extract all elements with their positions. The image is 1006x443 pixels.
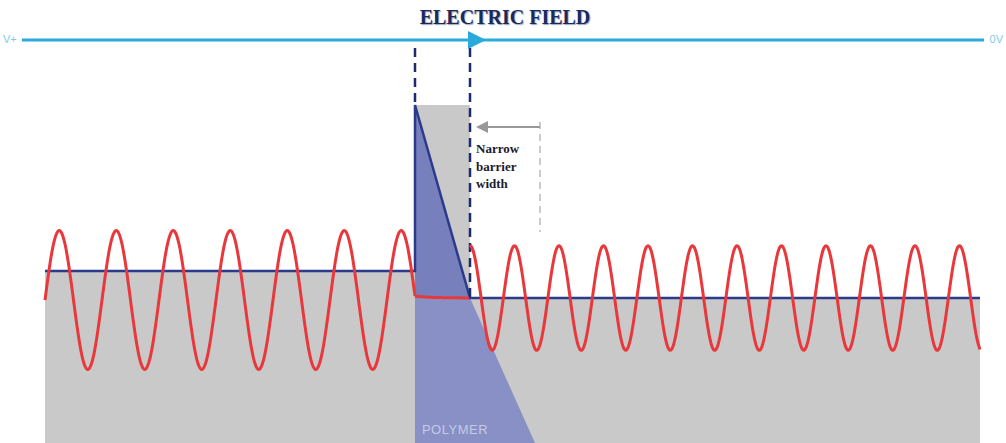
width-arrowhead — [476, 121, 488, 133]
wave-function — [470, 245, 980, 350]
barrier-marker — [469, 48, 472, 298]
field-arrowhead — [468, 31, 486, 49]
diagram-title: ELECTRIC FIELD — [420, 6, 591, 29]
barrier-label: Narrow barrier width — [476, 140, 536, 193]
width-marker — [539, 122, 541, 232]
wave-function — [415, 296, 469, 298]
polymer-region — [415, 105, 535, 443]
wave-function — [45, 231, 415, 370]
energy-level — [45, 105, 980, 298]
voltage-label: V+ — [3, 33, 17, 45]
voltage-label: 0V — [990, 33, 1003, 45]
right-metal — [470, 298, 980, 443]
width-arrow — [484, 126, 540, 128]
barrier-marker — [414, 48, 417, 108]
region-label: POLYMER — [422, 422, 488, 437]
field-line — [22, 39, 984, 42]
